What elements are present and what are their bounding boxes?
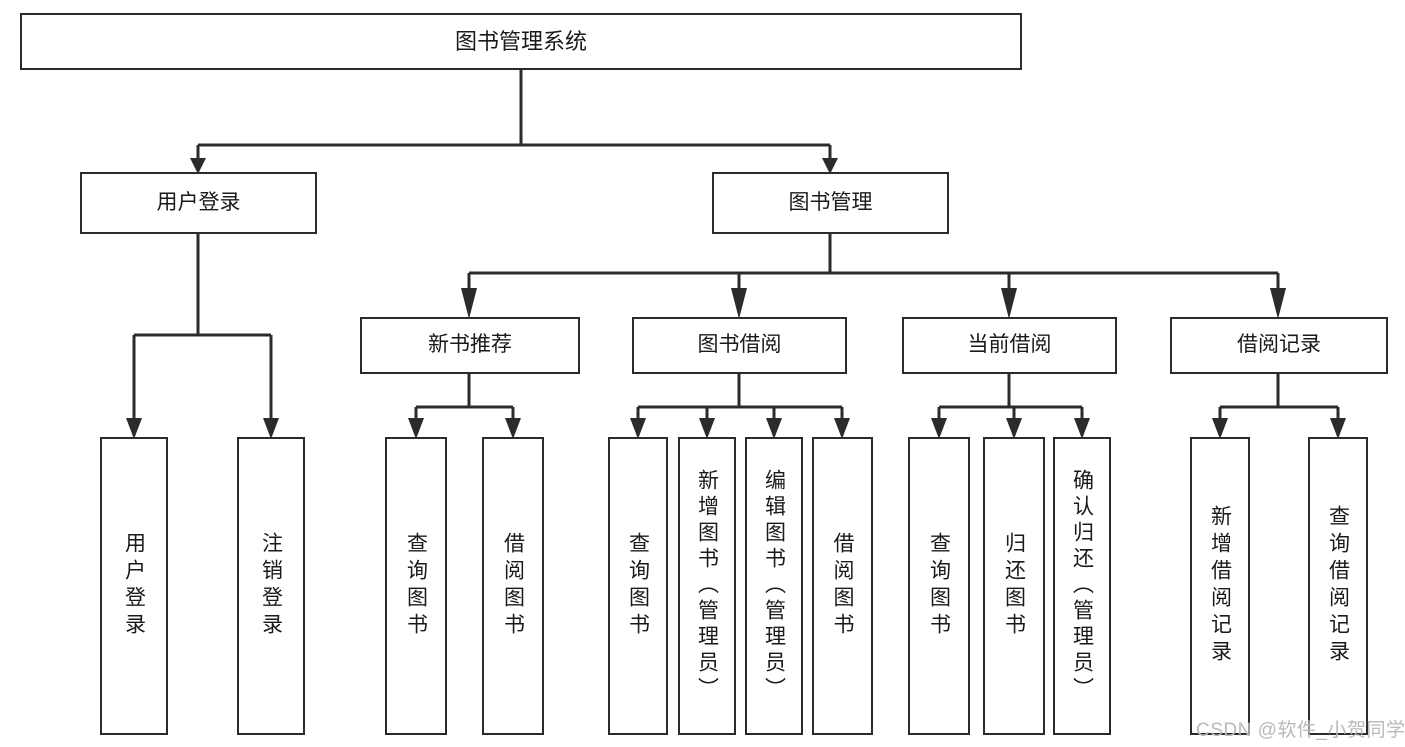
node-leaf-confirm-return[interactable]: 确认归还（管理员） — [1053, 437, 1111, 735]
node-book-manage[interactable]: 图书管理 — [712, 172, 949, 234]
node-user-login-label: 用户登录 — [156, 190, 241, 214]
node-leaf-add-book[interactable]: 新增图书（管理员） — [678, 437, 736, 735]
node-user-login[interactable]: 用户登录 — [80, 172, 317, 234]
node-leaf-query-book-2-label: 查询图书 — [626, 532, 650, 640]
node-current-borrow-label: 当前借阅 — [967, 333, 1052, 357]
node-leaf-confirm-return-label: 确认归还（管理员） — [1070, 469, 1094, 703]
node-leaf-query-record[interactable]: 查询借阅记录 — [1308, 437, 1368, 735]
node-book-manage-label: 图书管理 — [788, 190, 873, 214]
node-root[interactable]: 图书管理系统 — [20, 13, 1022, 70]
node-leaf-user-login-label: 用户登录 — [122, 532, 146, 640]
node-leaf-user-login[interactable]: 用户登录 — [100, 437, 168, 735]
node-new-book-recommend[interactable]: 新书推荐 — [360, 317, 580, 374]
node-root-label: 图书管理系统 — [454, 28, 587, 54]
node-borrow-record-label: 借阅记录 — [1237, 333, 1321, 357]
node-leaf-return-book-label: 归还图书 — [1002, 532, 1026, 640]
node-leaf-logout[interactable]: 注销登录 — [237, 437, 305, 735]
node-leaf-query-book-3[interactable]: 查询图书 — [908, 437, 970, 735]
node-leaf-add-book-label: 新增图书（管理员） — [695, 469, 719, 703]
node-leaf-query-book-3-label: 查询图书 — [927, 532, 951, 640]
node-new-book-recommend-label: 新书推荐 — [428, 333, 512, 357]
node-leaf-return-book[interactable]: 归还图书 — [983, 437, 1045, 735]
node-leaf-borrow-book-2[interactable]: 借阅图书 — [812, 437, 873, 735]
csdn-watermark: CSDN @软件_小贺同学 — [1196, 715, 1405, 742]
node-current-borrow[interactable]: 当前借阅 — [902, 317, 1117, 374]
node-leaf-edit-book-label: 编辑图书（管理员） — [762, 469, 786, 703]
node-borrow-record[interactable]: 借阅记录 — [1170, 317, 1388, 374]
node-leaf-query-book-1-label: 查询图书 — [404, 532, 428, 640]
node-leaf-edit-book[interactable]: 编辑图书（管理员） — [745, 437, 803, 735]
node-leaf-query-book-2[interactable]: 查询图书 — [608, 437, 668, 735]
node-leaf-query-book-1[interactable]: 查询图书 — [385, 437, 447, 735]
node-leaf-logout-label: 注销登录 — [259, 532, 283, 640]
node-leaf-add-record[interactable]: 新增借阅记录 — [1190, 437, 1250, 735]
node-leaf-borrow-book-1[interactable]: 借阅图书 — [482, 437, 544, 735]
node-book-borrow[interactable]: 图书借阅 — [632, 317, 847, 374]
node-leaf-borrow-book-2-label: 借阅图书 — [831, 532, 854, 640]
node-leaf-query-record-label: 查询借阅记录 — [1326, 505, 1350, 667]
node-book-borrow-label: 图书借阅 — [697, 333, 782, 357]
node-leaf-borrow-book-1-label: 借阅图书 — [501, 532, 525, 640]
csdn-watermark-text: CSDN @软件_小贺同学 — [1196, 720, 1405, 741]
node-leaf-add-record-label: 新增借阅记录 — [1208, 505, 1232, 667]
